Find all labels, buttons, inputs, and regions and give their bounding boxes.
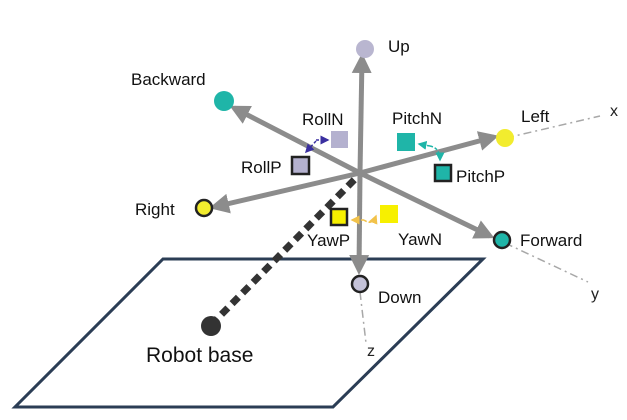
yaw-n-label: YawN [398,230,442,249]
left-label: Left [521,107,550,126]
yaw-n-marker [380,205,398,223]
arrow-backward [229,105,362,176]
up-marker [356,40,374,58]
roll-n-label: RollN [302,110,344,129]
arrow-forward [358,170,495,239]
robot-base-marker [201,316,221,336]
arrow-left [359,131,499,176]
pitch-rotation-arrow-2 [417,140,431,150]
robot-base-label: Robot base [146,344,253,367]
arrow-down [349,172,370,275]
base-link [208,176,358,328]
pitch-n-marker [397,133,415,151]
y-axis-label: y [591,286,599,303]
right-marker [194,198,214,218]
ground-plane [11,257,487,409]
z-axis-label: z [367,343,375,360]
forward-marker [492,230,512,250]
y-axis-line [504,242,589,283]
yaw-p-marker [329,207,349,227]
roll-p-marker [290,155,311,176]
arrow-right [209,170,361,214]
yaw-rotation-arrow-2 [363,214,378,225]
pitch-p-label: PitchP [456,167,505,186]
up-label: Up [388,37,410,56]
pitch-p-marker [433,163,453,183]
z-axis-line [359,291,367,344]
x-axis-label: x [610,103,618,120]
arrow-up [351,53,372,174]
pitch-rotation-arrow [429,145,445,162]
down-label: Down [378,288,421,307]
left-marker [496,129,514,147]
pitch-n-label: PitchN [392,109,442,128]
x-axis-line [505,115,601,139]
down-marker [350,274,370,294]
right-label: Right [135,200,175,219]
backward-marker [214,91,234,111]
backward-label: Backward [131,70,206,89]
roll-rotation-arrow-2 [304,140,317,154]
yaw-p-label: YawP [307,231,350,250]
forward-label: Forward [520,231,582,250]
roll-n-marker [331,131,348,148]
roll-p-label: RollP [241,158,282,177]
